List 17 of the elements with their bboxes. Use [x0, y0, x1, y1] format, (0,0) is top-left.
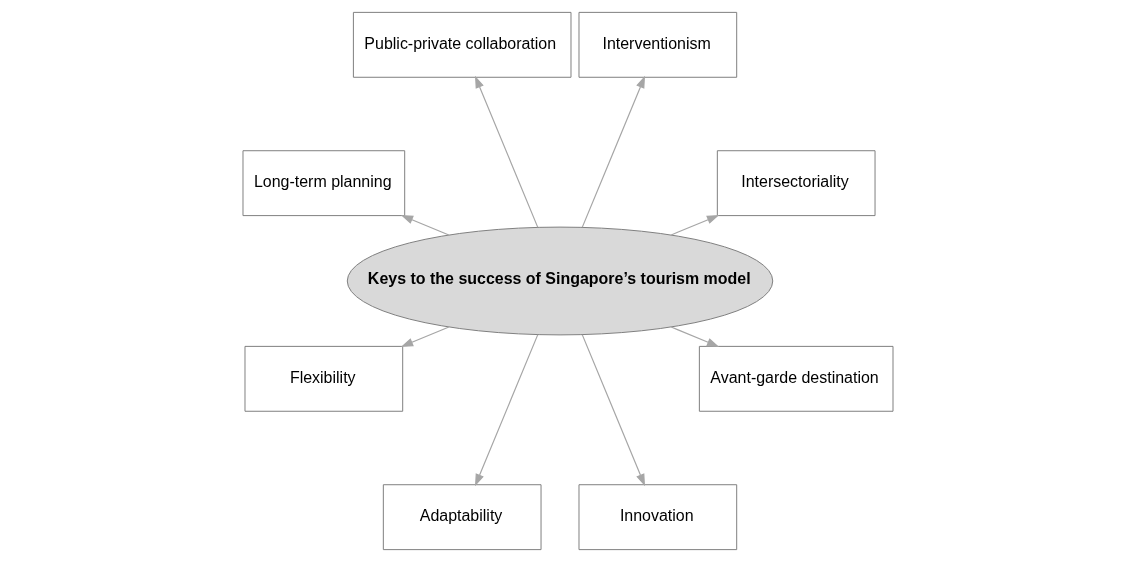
arrow [474, 334, 538, 487]
arrow [400, 326, 449, 347]
node-box: Long-term planning [242, 150, 405, 217]
arrow [581, 334, 645, 487]
node-box: Adaptability [382, 484, 542, 551]
arrow [670, 215, 719, 236]
arrow [581, 75, 645, 228]
node-box: Avant-garde destination [698, 345, 893, 412]
arrow [474, 75, 538, 228]
arrow [670, 326, 719, 347]
node-box: Flexibility [244, 345, 403, 412]
arrow [400, 215, 449, 236]
node-box: Innovation [578, 484, 737, 551]
node-box: Public-private collaboration [352, 11, 571, 78]
node-ellipse: Keys to the success of Singapore’s tourism model [346, 226, 773, 336]
node-box: Interventionism [578, 11, 737, 78]
node-box: Intersectoriality [716, 150, 876, 217]
